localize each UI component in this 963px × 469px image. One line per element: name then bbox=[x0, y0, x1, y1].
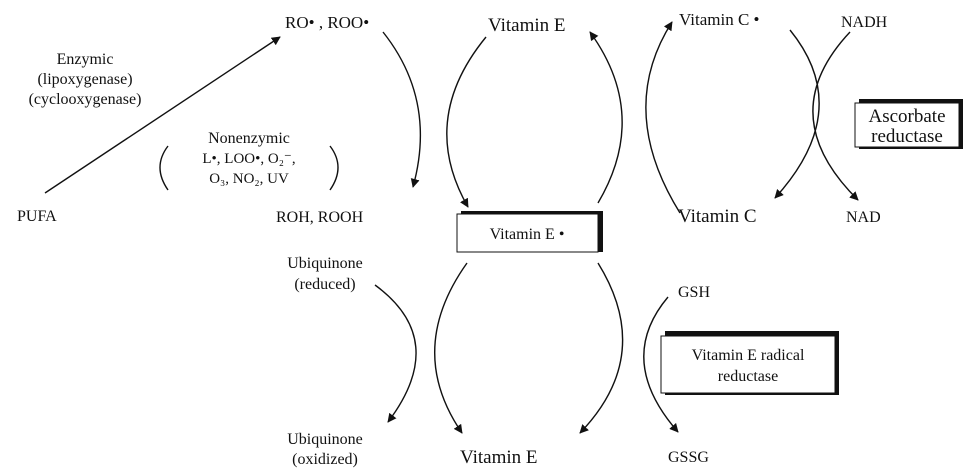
nadh-to-nad-arrow bbox=[812, 31, 859, 201]
gssg-label: GSSG bbox=[668, 449, 709, 466]
top-vitamin-e-label: Vitamin E bbox=[488, 15, 565, 36]
ubiquinone-reduced-state: (reduced) bbox=[294, 276, 355, 293]
nonenzymic-line-2: O₃, NO₂, UV bbox=[209, 171, 289, 187]
vitamin-e-radical-reductase-box bbox=[660, 335, 836, 394]
vitamin-e-radical-to-vitamin-e-bottom-arrow bbox=[434, 262, 468, 434]
ubiquinone-oxidized-title: Ubiquinone bbox=[287, 431, 363, 448]
bottom-vitamin-e-label: Vitamin E bbox=[460, 447, 537, 468]
nadh-label: NADH bbox=[841, 14, 888, 31]
top-radicals-label: RO• , ROO• bbox=[285, 13, 369, 32]
radicals-to-roh-arrow bbox=[382, 31, 422, 188]
lipoxygenase-label: (lipoxygenase) bbox=[37, 71, 132, 88]
gsh-label: GSH bbox=[678, 284, 710, 301]
pufa-label: PUFA bbox=[17, 208, 57, 225]
nonenzymic-left-paren bbox=[159, 145, 169, 191]
nonenzymic-right-paren bbox=[329, 145, 339, 191]
vitamin-e-radical-box bbox=[456, 213, 599, 253]
vitamin-e-radical-reductase-title: Vitamin E radical bbox=[692, 347, 805, 364]
vitamin-e-to-vitamin-e-radical-bottom-arrow bbox=[579, 262, 624, 434]
nonenzymic-line-1: L•, LOO•, O₂⁻, bbox=[202, 151, 295, 167]
ubiquinone-oxidized-state: (oxidized) bbox=[292, 451, 358, 468]
vitamin-c-radical-label: Vitamin C • bbox=[679, 10, 759, 29]
vitamin-c-label: Vitamin C bbox=[678, 206, 757, 227]
ascorbate-label: Ascorbate bbox=[868, 106, 945, 127]
vitamin-e-radical-to-vitamin-e-arrow bbox=[589, 31, 623, 204]
vitamin-e-radical-reductase-subtitle: reductase bbox=[718, 368, 778, 385]
vitamin-c-to-vitamin-c-radical-arrow bbox=[645, 21, 681, 214]
nonenzymic-title: Nonenzymic bbox=[208, 130, 290, 147]
nad-label: NAD bbox=[846, 209, 881, 226]
ubiquinone-reduced-title: Ubiquinone bbox=[287, 255, 363, 272]
gsh-to-gssg-arrow bbox=[643, 296, 679, 433]
ascorbate-reductase-label: reductase bbox=[871, 126, 943, 147]
roh-rooh-label: ROH, ROOH bbox=[276, 209, 364, 226]
ubiquinone-reduced-to-oxidized-arrow bbox=[374, 284, 417, 423]
vitamin-e-to-radical-arrow bbox=[446, 36, 487, 208]
enzymic-label: Enzymic bbox=[57, 51, 114, 68]
vitamin-e-radical-box-label: Vitamin E • bbox=[490, 226, 565, 243]
cyclooxygenase-label: (cyclooxygenase) bbox=[29, 91, 142, 108]
pufa-to-radicals-arrow bbox=[44, 36, 281, 194]
vitamin-c-radical-to-vitamin-c-arrow bbox=[774, 29, 820, 199]
ascorbate-reductase-box bbox=[854, 102, 960, 148]
